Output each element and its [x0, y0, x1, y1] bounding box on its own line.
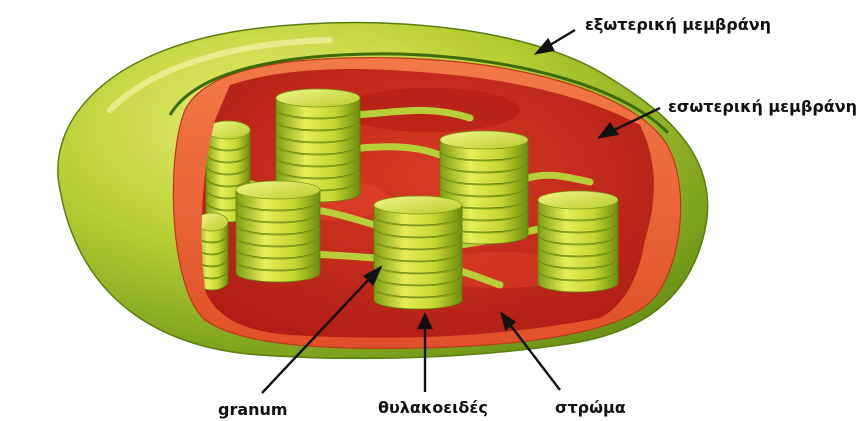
thylakoid-disc	[276, 89, 360, 118]
thylakoid-disc	[374, 196, 462, 225]
label-stroma: στρώμα	[555, 398, 626, 417]
label-inner-membrane: εσωτερική μεμβράνη	[668, 97, 857, 116]
granum-left	[236, 181, 320, 282]
thylakoid-disc	[538, 191, 618, 220]
arrow-outer-membrane	[537, 30, 575, 53]
thylakoid-disc	[236, 181, 320, 210]
granum-right	[538, 191, 618, 292]
label-thylakoid: θυλακοειδές	[378, 398, 488, 417]
granum-center	[374, 196, 462, 309]
label-granum: granum	[218, 400, 288, 419]
thylakoid-disc	[440, 131, 528, 160]
label-outer-membrane: εξωτερική μεμβράνη	[585, 15, 771, 34]
